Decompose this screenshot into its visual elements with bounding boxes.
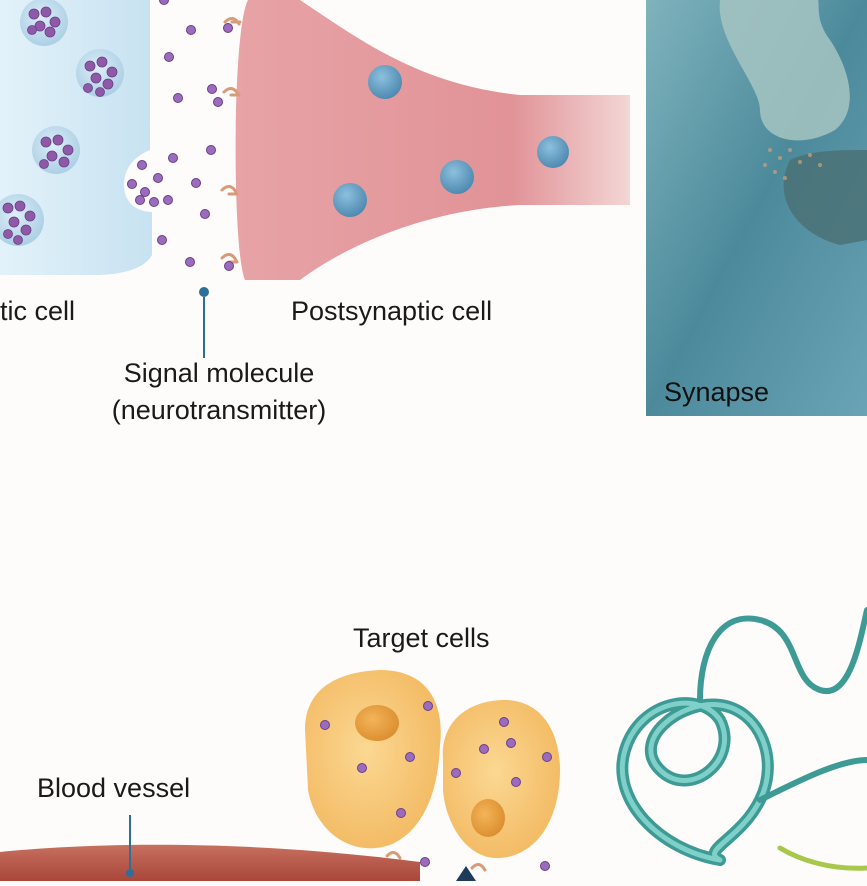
postsynaptic-cell-label: Postsynaptic cell xyxy=(291,296,493,326)
hormone-molecules xyxy=(320,701,552,871)
arrow-icon xyxy=(456,866,476,881)
blood-vessel xyxy=(0,844,420,881)
receptor-icon xyxy=(220,17,242,264)
target-cells xyxy=(305,670,560,859)
presynaptic-cell-label: tic cell xyxy=(0,296,76,326)
synapse-micrograph xyxy=(646,0,867,416)
target-cells-label: Target cells xyxy=(353,623,490,653)
postsynaptic-cell xyxy=(235,0,630,280)
vesicle-contents xyxy=(2,6,118,245)
pointer-line-icon xyxy=(126,815,134,877)
signal-molecule-label: Signal molecule xyxy=(123,358,315,388)
pointer-line-icon xyxy=(199,287,209,358)
protein-ribbon-icon xyxy=(616,607,867,871)
receptor-icon xyxy=(385,851,487,872)
neurotransmitter-molecules xyxy=(127,0,234,271)
synapse-label: Synapse xyxy=(664,377,770,407)
blood-vessel-label: Blood vessel xyxy=(37,773,191,803)
neurotransmitter-label: (neurotransmitter) xyxy=(111,395,327,425)
postsynaptic-nuclei xyxy=(333,65,569,217)
